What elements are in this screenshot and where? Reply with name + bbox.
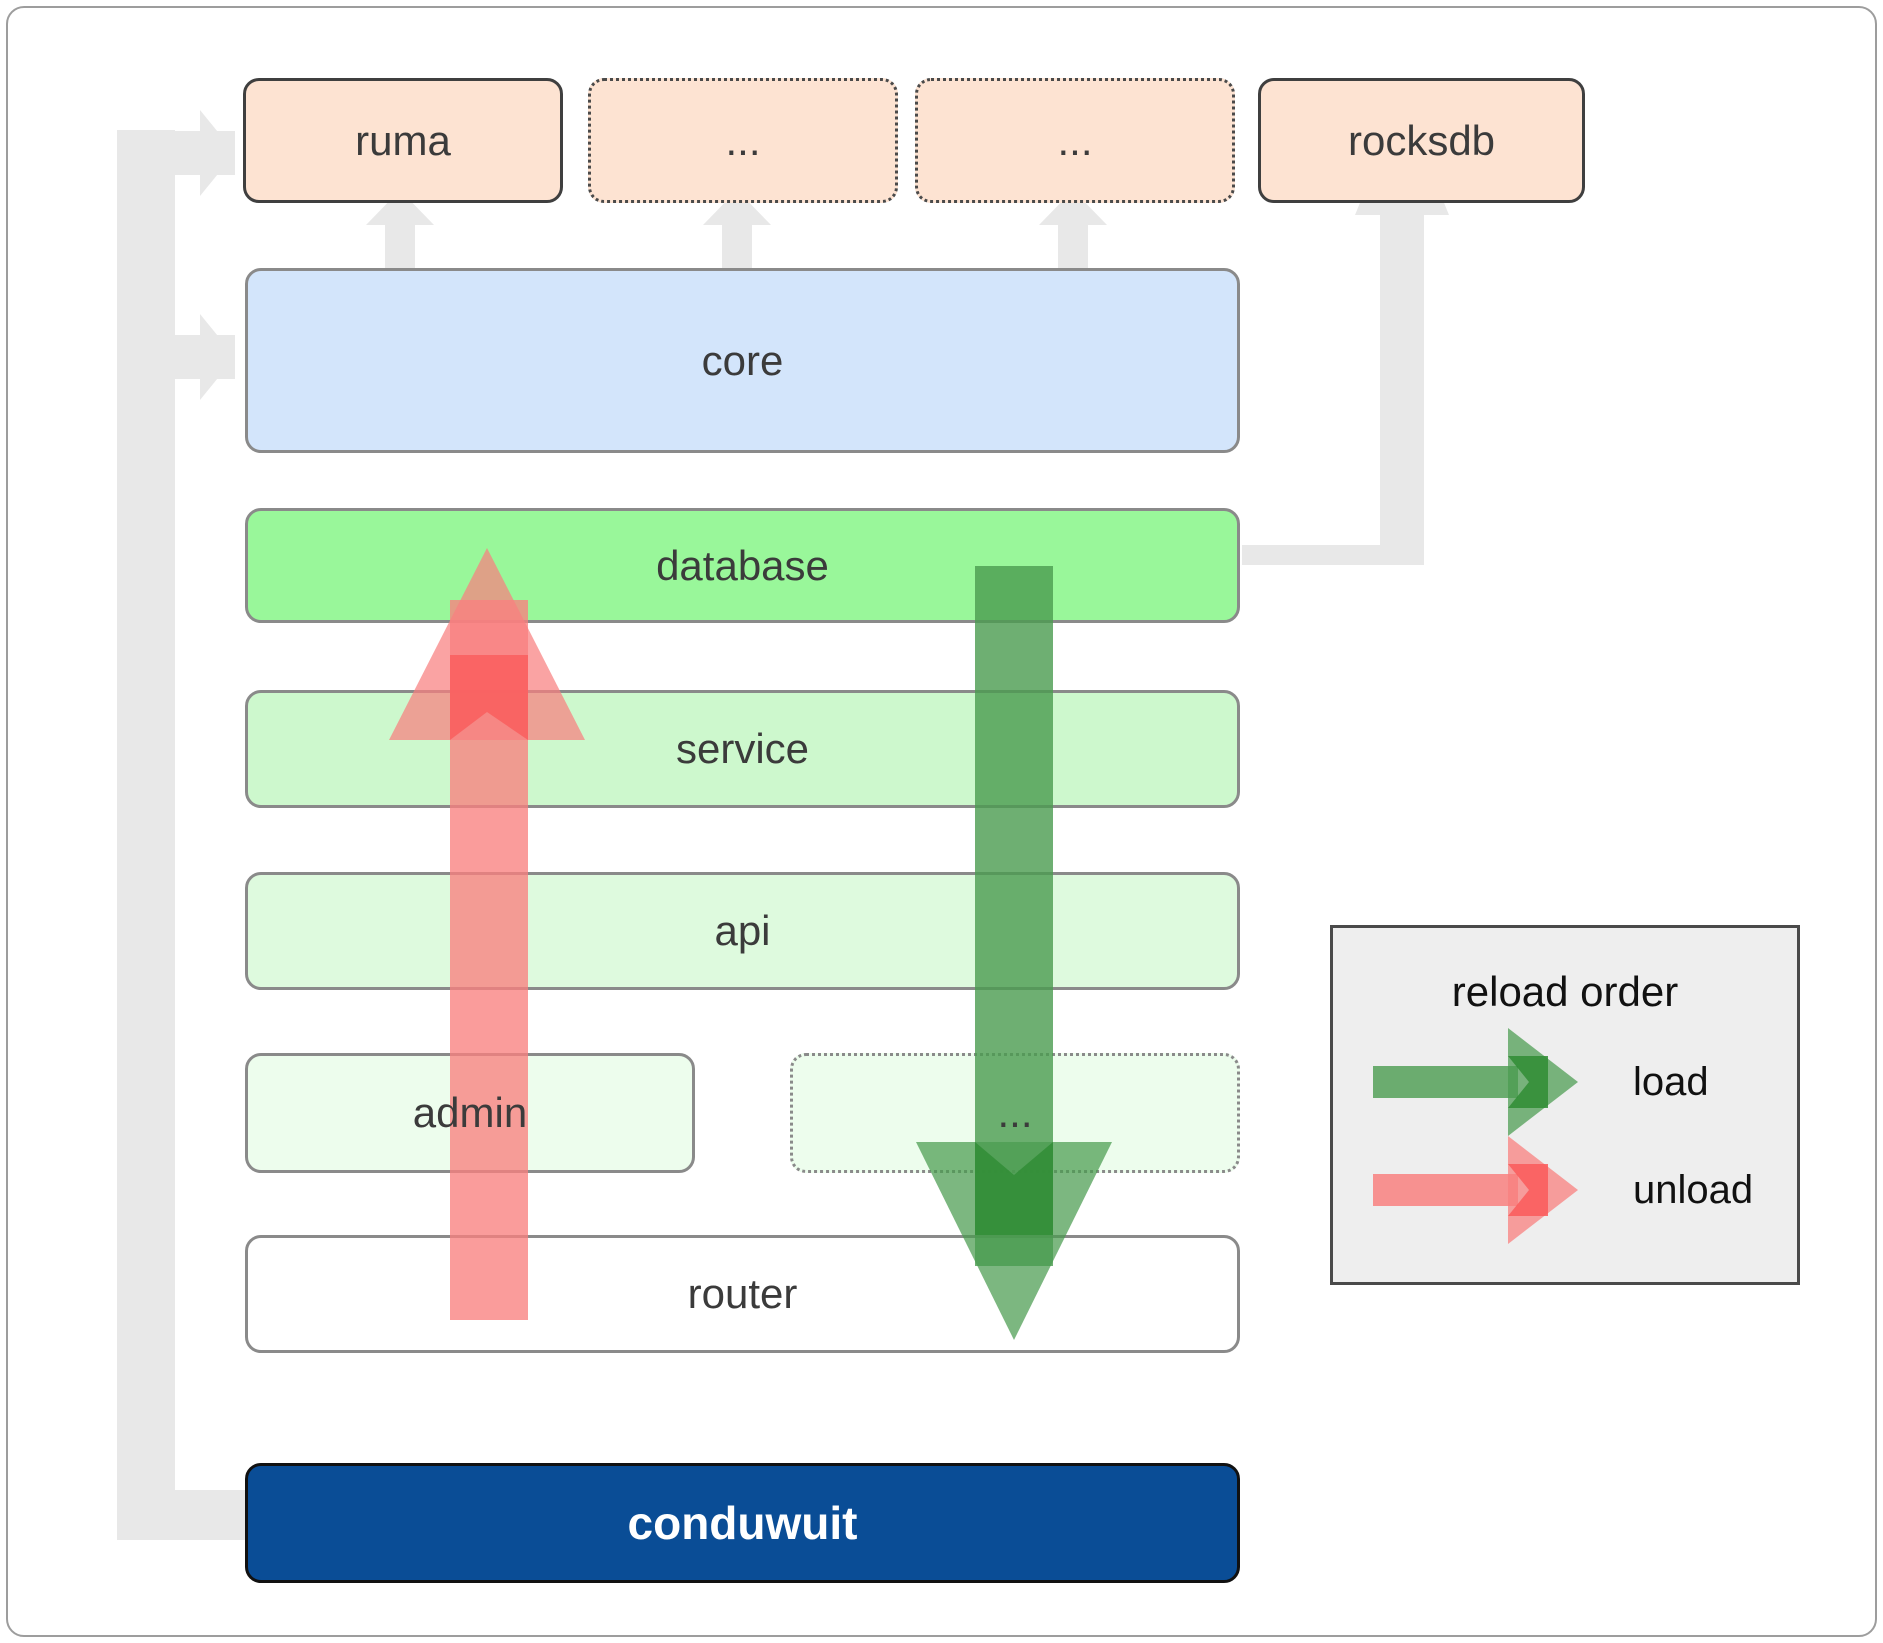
legend-title: reload order bbox=[1451, 968, 1679, 1015]
legend-unload-label: unload bbox=[1633, 1168, 1754, 1212]
dependency-more-2[interactable]: ... bbox=[915, 78, 1235, 203]
dependency-ruma[interactable]: ruma bbox=[243, 78, 563, 203]
diagram-frame bbox=[6, 6, 1877, 1637]
layer-more[interactable]: ... bbox=[790, 1053, 1240, 1173]
dependency-more-2-label: ... bbox=[1057, 116, 1093, 164]
layer-core-label: core bbox=[701, 336, 784, 384]
legend-unload-swatch bbox=[1373, 1136, 1578, 1244]
layer-api[interactable]: api bbox=[245, 872, 1240, 990]
legend-arrow-swatches bbox=[1373, 1028, 1578, 1244]
legend-panel: reload order load unload bbox=[1330, 925, 1800, 1285]
layer-database[interactable]: database bbox=[245, 508, 1240, 623]
layer-router-label: router bbox=[687, 1270, 798, 1317]
dependency-rocksdb[interactable]: rocksdb bbox=[1258, 78, 1585, 203]
dependency-more-1[interactable]: ... bbox=[588, 78, 898, 203]
layer-admin[interactable]: admin bbox=[245, 1053, 695, 1173]
layer-router[interactable]: router bbox=[245, 1235, 1240, 1353]
application-conduwuit-label: conduwuit bbox=[627, 1497, 858, 1549]
layer-service-label: service bbox=[675, 725, 810, 772]
layer-database-label: database bbox=[656, 541, 829, 589]
legend-load-label: load bbox=[1633, 1060, 1709, 1104]
layer-core[interactable]: core bbox=[245, 268, 1240, 453]
dependency-more-1-label: ... bbox=[725, 116, 761, 164]
application-conduwuit[interactable]: conduwuit bbox=[245, 1463, 1240, 1583]
legend-load-swatch bbox=[1373, 1028, 1578, 1136]
layer-api-label: api bbox=[714, 907, 771, 954]
layer-admin-label: admin bbox=[412, 1089, 528, 1136]
layer-service[interactable]: service bbox=[245, 690, 1240, 808]
dependency-ruma-label: ruma bbox=[355, 116, 451, 164]
layer-more-label: ... bbox=[997, 1089, 1033, 1136]
dependency-rocksdb-label: rocksdb bbox=[1347, 116, 1496, 164]
